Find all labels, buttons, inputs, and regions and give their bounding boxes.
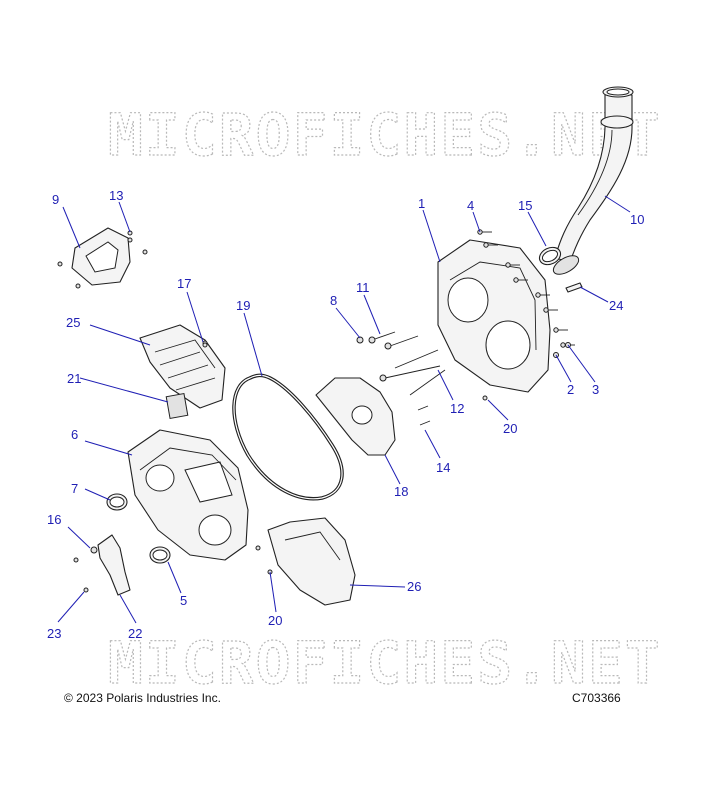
callout-15: 15 — [518, 198, 532, 213]
intake-duct — [552, 86, 634, 275]
callout-23: 23 — [47, 626, 61, 641]
watermark-bottom: MICROFICHES.NET — [108, 629, 662, 697]
mounting-rods — [356, 331, 446, 426]
callout-21: 21 — [67, 371, 81, 386]
callout-13: 13 — [109, 188, 123, 203]
sensor-bracket — [97, 534, 131, 596]
callout-10: 10 — [630, 212, 644, 227]
clip — [565, 282, 583, 293]
lower-heat-shield — [267, 517, 356, 606]
diagram-code: C703366 — [572, 691, 621, 705]
callout-2: 2 — [567, 382, 574, 397]
filter-element — [165, 393, 189, 419]
callout-26: 26 — [407, 579, 421, 594]
bracket — [57, 227, 148, 289]
callout-20-upper: 20 — [503, 421, 517, 436]
callout-labels: 1 2 3 4 5 6 7 8 9 10 11 12 13 14 15 16 1… — [47, 188, 644, 641]
callout-9: 9 — [52, 192, 59, 207]
callout-7: 7 — [71, 481, 78, 496]
callout-6: 6 — [71, 427, 78, 442]
inner-clutch-housing — [127, 429, 249, 561]
leader-lines — [57, 195, 631, 624]
callout-25: 25 — [66, 315, 80, 330]
callout-14: 14 — [436, 460, 450, 475]
callout-8: 8 — [330, 293, 337, 308]
callout-1: 1 — [418, 196, 425, 211]
callout-20-lower: 20 — [268, 613, 282, 628]
copyright-text: © 2023 Polaris Industries Inc. — [64, 691, 221, 705]
callout-17: 17 — [177, 276, 191, 291]
cover-bolts — [477, 229, 575, 348]
callout-11: 11 — [356, 280, 370, 295]
callout-3: 3 — [592, 382, 599, 397]
callout-4: 4 — [467, 198, 474, 213]
callout-5: 5 — [180, 593, 187, 608]
callout-19: 19 — [236, 298, 250, 313]
callout-16: 16 — [47, 512, 61, 527]
callout-18: 18 — [394, 484, 408, 499]
callout-12: 12 — [450, 401, 464, 416]
watermark-top: MICROFICHES.NET — [108, 101, 662, 169]
callout-24: 24 — [609, 298, 623, 313]
outer-clutch-cover — [437, 239, 551, 393]
callout-22: 22 — [128, 626, 142, 641]
